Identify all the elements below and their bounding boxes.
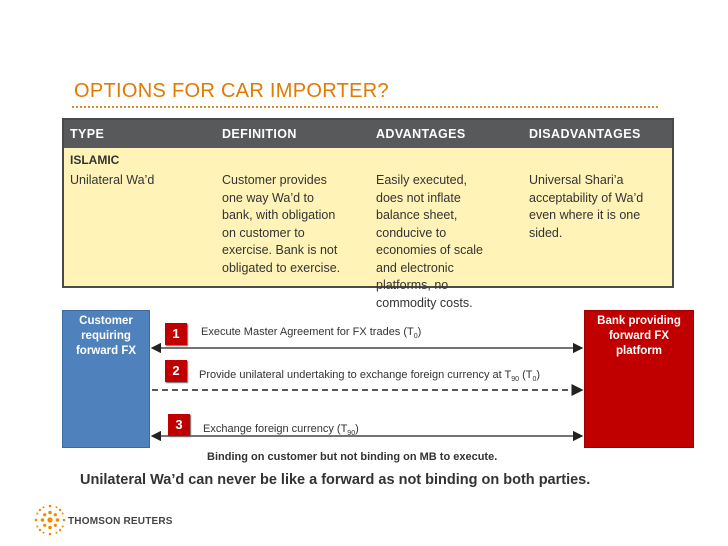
cell-line: Easily executed, (376, 173, 468, 187)
cell-disadvantages: Universal Shari’a acceptability of Wa’d ev… (529, 172, 643, 242)
customer-box: Customer requiring forward FX (62, 310, 150, 448)
cell-line: even where it is one (529, 208, 641, 222)
header-advantages: ADVANTAGES (376, 127, 466, 141)
customer-label-line: Customer (79, 315, 133, 327)
step-2-label: Provide unilateral undertaking to exchan… (199, 369, 541, 384)
section-label: ISLAMIC (70, 153, 120, 167)
cell-line: Customer provides (222, 173, 327, 187)
cell-line: Universal Shari’a (529, 173, 624, 187)
cell-line: platforms, no (376, 278, 449, 292)
cell-line: economies of scale (376, 243, 484, 257)
bank-box: Bank providing forward FX platform (584, 310, 694, 448)
step-1-label: Execute Master Agreement for FX trades (… (201, 326, 422, 341)
header-definition: DEFINITION (222, 127, 297, 141)
cell-line: commodity costs. (376, 295, 473, 310)
options-table: TYPE DEFINITION ADVANTAGES DISADVANTAGES… (62, 118, 674, 310)
binding-note: Binding on customer but not binding on M… (207, 451, 498, 463)
step-3-label: Exchange foreign currency (T90) (203, 423, 359, 438)
step-1-badge: 1 (165, 323, 187, 345)
step-2-badge: 2 (165, 360, 187, 382)
logo-wordmark: THOMSON REUTERS (68, 516, 173, 527)
cell-line: one way Wa’d to (222, 190, 314, 205)
title-divider (72, 106, 658, 108)
cell-advantages: Easily executed, does not inflate balance … (376, 172, 483, 312)
thomson-reuters-logo-icon (34, 504, 66, 536)
cell-line: acceptability of Wa’d (529, 190, 644, 205)
cell-line: does not inflate (376, 190, 461, 205)
table-header-row: TYPE DEFINITION ADVANTAGES DISADVANTAGES (64, 120, 672, 148)
cell-line: bank, with obligation (222, 208, 336, 222)
header-disadvantages: DISADVANTAGES (529, 127, 641, 141)
cell-line: on customer to (222, 225, 305, 240)
bank-label-line: Bank providing (597, 315, 681, 327)
cell-line: conducive to (376, 225, 447, 240)
header-type: TYPE (70, 127, 105, 141)
cell-definition: Customer provides one way Wa’d to bank, wi… (222, 172, 340, 277)
cell-line: exercise. Bank is not (222, 243, 338, 257)
bank-label-line: platform (616, 345, 662, 357)
cell-type: Unilateral Wa’d (70, 173, 155, 187)
cell-line: and electronic (376, 260, 454, 275)
cell-line: balance sheet, (376, 208, 458, 222)
customer-label-line: requiring (81, 330, 131, 342)
slide-title: OPTIONS FOR CAR IMPORTER? (74, 80, 389, 102)
summary-statement: Unilateral Wa’d can never be like a forw… (80, 472, 591, 488)
cell-line: sided. (529, 225, 563, 240)
customer-label-line: forward FX (75, 345, 137, 357)
cell-line: obligated to exercise. (222, 260, 341, 275)
step-3-badge: 3 (168, 414, 190, 436)
bank-label-line: forward FX (608, 330, 670, 342)
